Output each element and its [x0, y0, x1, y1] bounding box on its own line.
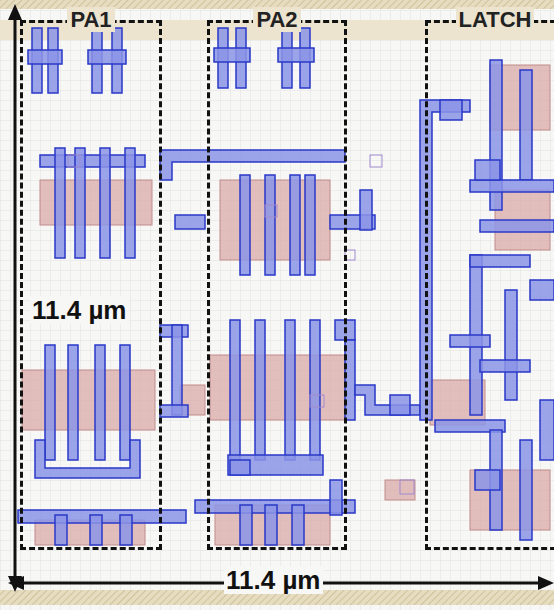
block-region: PA1	[20, 20, 162, 550]
block-label: PA2	[253, 7, 300, 32]
block-region: LATCH	[425, 20, 554, 550]
block-label: PA1	[67, 7, 114, 32]
block-region: PA2	[207, 20, 347, 550]
vertical-dimension: 11.4 µm	[30, 296, 129, 324]
block-label: LATCH	[456, 7, 535, 32]
horizontal-dimension: 11.4 µm	[224, 566, 323, 594]
